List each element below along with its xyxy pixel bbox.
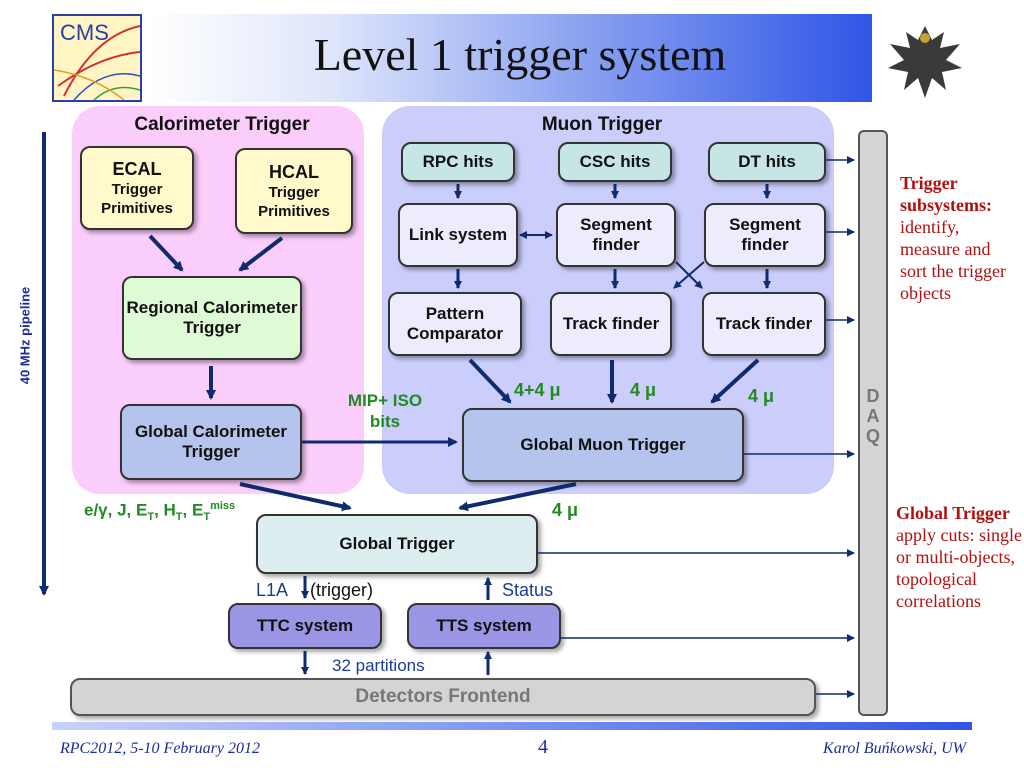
dt-segment-finder-box: Segment finder	[704, 203, 826, 267]
page-number: 4	[538, 736, 548, 758]
csc-segment-finder-box: Segment finder	[556, 203, 676, 267]
pattern-comparator-box: Pattern Comparator	[388, 292, 522, 356]
link-system-box: Link system	[398, 203, 518, 267]
note-global-trigger: Global Trigger apply cuts: single or mul…	[896, 502, 1022, 612]
label-trigger: (trigger)	[310, 580, 374, 600]
slide-title: Level 1 trigger system	[313, 29, 727, 80]
detectors-frontend-box: Detectors Frontend	[70, 678, 816, 716]
label-mu-4-csc: 4 μ	[630, 380, 657, 400]
note-trigger-subsystems: Trigger subsystems: identify, measure an…	[900, 172, 1020, 304]
csc-hits-box: CSC hits	[558, 142, 672, 182]
cms-logo-graphic	[54, 25, 140, 100]
hcal-sub: Trigger Primitives	[258, 184, 330, 220]
label-mu-4-global: 4 μ	[552, 500, 579, 520]
label-l1a: L1A	[256, 580, 289, 600]
label-status: Status	[502, 580, 554, 600]
dt-track-finder-box: Track finder	[702, 292, 826, 356]
ecal-name: ECAL	[112, 159, 162, 179]
hcal-name: HCAL	[269, 162, 319, 182]
daq-letter-d: D	[866, 386, 880, 406]
footer-left: RPC2012, 5-10 February 2012	[60, 740, 260, 757]
note-subsystems-body: identify, measure and sort the trigger o…	[900, 217, 1006, 303]
note-global-title: Global Trigger	[896, 503, 1010, 523]
global-calorimeter-trigger: Global Calorimeter Trigger	[120, 404, 302, 480]
ecal-box: ECAL Trigger Primitives	[80, 146, 194, 230]
note-global-body: apply cuts: single or multi-objects, top…	[896, 525, 1022, 611]
muon-trigger-title: Muon Trigger	[541, 114, 663, 135]
header-band	[148, 14, 872, 102]
label-32-partitions: 32 partitions	[332, 656, 425, 675]
label-calo-objects: e/γ, J, ET, HT, ETmiss	[84, 500, 236, 524]
cms-logo-text: CMS	[60, 20, 109, 45]
daq-column	[858, 130, 888, 716]
daq-letter-q: Q	[865, 426, 880, 446]
hcal-box: HCAL Trigger Primitives	[235, 148, 353, 234]
daq-letter-a: A	[866, 406, 880, 426]
ttc-system-box: TTC system	[228, 603, 382, 649]
ecal-sub: Trigger Primitives	[101, 181, 173, 217]
regional-calorimeter-trigger: Regional Calorimeter Trigger	[122, 276, 302, 360]
global-trigger-box: Global Trigger	[256, 514, 538, 574]
footer-right: Karol Buńkowski, UW	[823, 740, 966, 757]
label-mu-4-dt: 4 μ	[748, 386, 775, 406]
daq-label: D A Q	[858, 386, 888, 446]
footer-line	[52, 722, 972, 730]
tts-system-box: TTS system	[407, 603, 561, 649]
eagle-emblem	[882, 18, 968, 104]
label-calo-objects-prefix: e/γ, J, E	[84, 500, 148, 520]
note-subsystems-title: Trigger subsystems:	[900, 173, 993, 215]
csc-track-finder-box: Track finder	[550, 292, 672, 356]
label-mip-iso: MIP+ ISO bits	[347, 391, 423, 431]
global-muon-trigger: Global Muon Trigger	[462, 408, 744, 482]
rpc-hits-box: RPC hits	[401, 142, 515, 182]
label-mu-4plus4: 4+4 μ	[514, 380, 561, 400]
cms-logo: CMS	[52, 14, 142, 102]
calorimeter-trigger-title: Calorimeter Trigger	[134, 114, 310, 135]
dt-hits-box: DT hits	[708, 142, 826, 182]
